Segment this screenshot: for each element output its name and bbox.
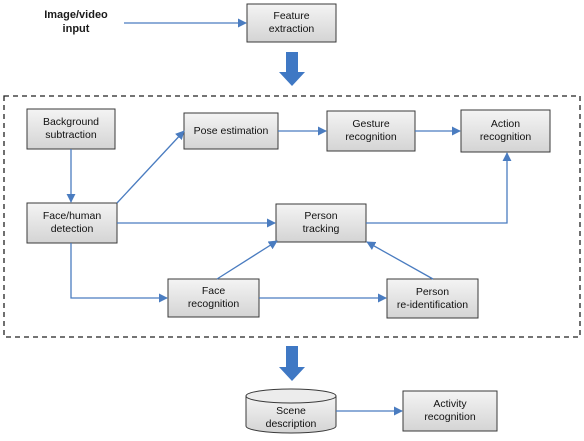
face-human-detection-box [26,202,118,244]
pose-estimation-box [183,112,279,150]
pose-estimation-label: Pose estimation [193,124,269,137]
person-tracking-label: Person tracking [302,210,340,235]
arrow-detection-to-pose [116,130,185,204]
person-reidentification-box [386,278,479,319]
feature-extraction-box [246,3,337,43]
background-subtraction-box [26,108,116,150]
arrow-detection-to-face-recognition [70,243,168,303]
person-reidentification-label: Person re-identification [396,285,469,311]
action-recognition-label: Action recognition [479,118,532,143]
face-recognition-box [167,278,260,318]
activity-recognition-label: Activity recognition [424,398,476,423]
feature-extraction-label: Feature extraction [268,10,315,35]
face-human-detection-label: Face/human detection [42,210,102,235]
action-recognition-box [460,109,551,153]
activity-recognition-box [402,390,498,432]
arrow-face-recognition-to-tracking [216,240,278,280]
gesture-recognition-label: Gesture recognition [345,118,397,143]
background-subtraction-label: Background subtraction [42,116,100,141]
block-arrow-to-scene [279,346,305,381]
scene-description-label: Scene description [265,405,317,430]
image-video-input-label: Image/video input [44,9,108,35]
face-recognition-label: Face recognition [187,285,240,310]
scene-description-cylinder [245,388,337,434]
block-arrow-to-processing [279,52,305,86]
gesture-recognition-box [326,110,416,152]
processing-stage-container [3,95,581,338]
arrow-reidentification-to-tracking [366,241,434,280]
arrow-tracking-to-action [366,152,512,224]
